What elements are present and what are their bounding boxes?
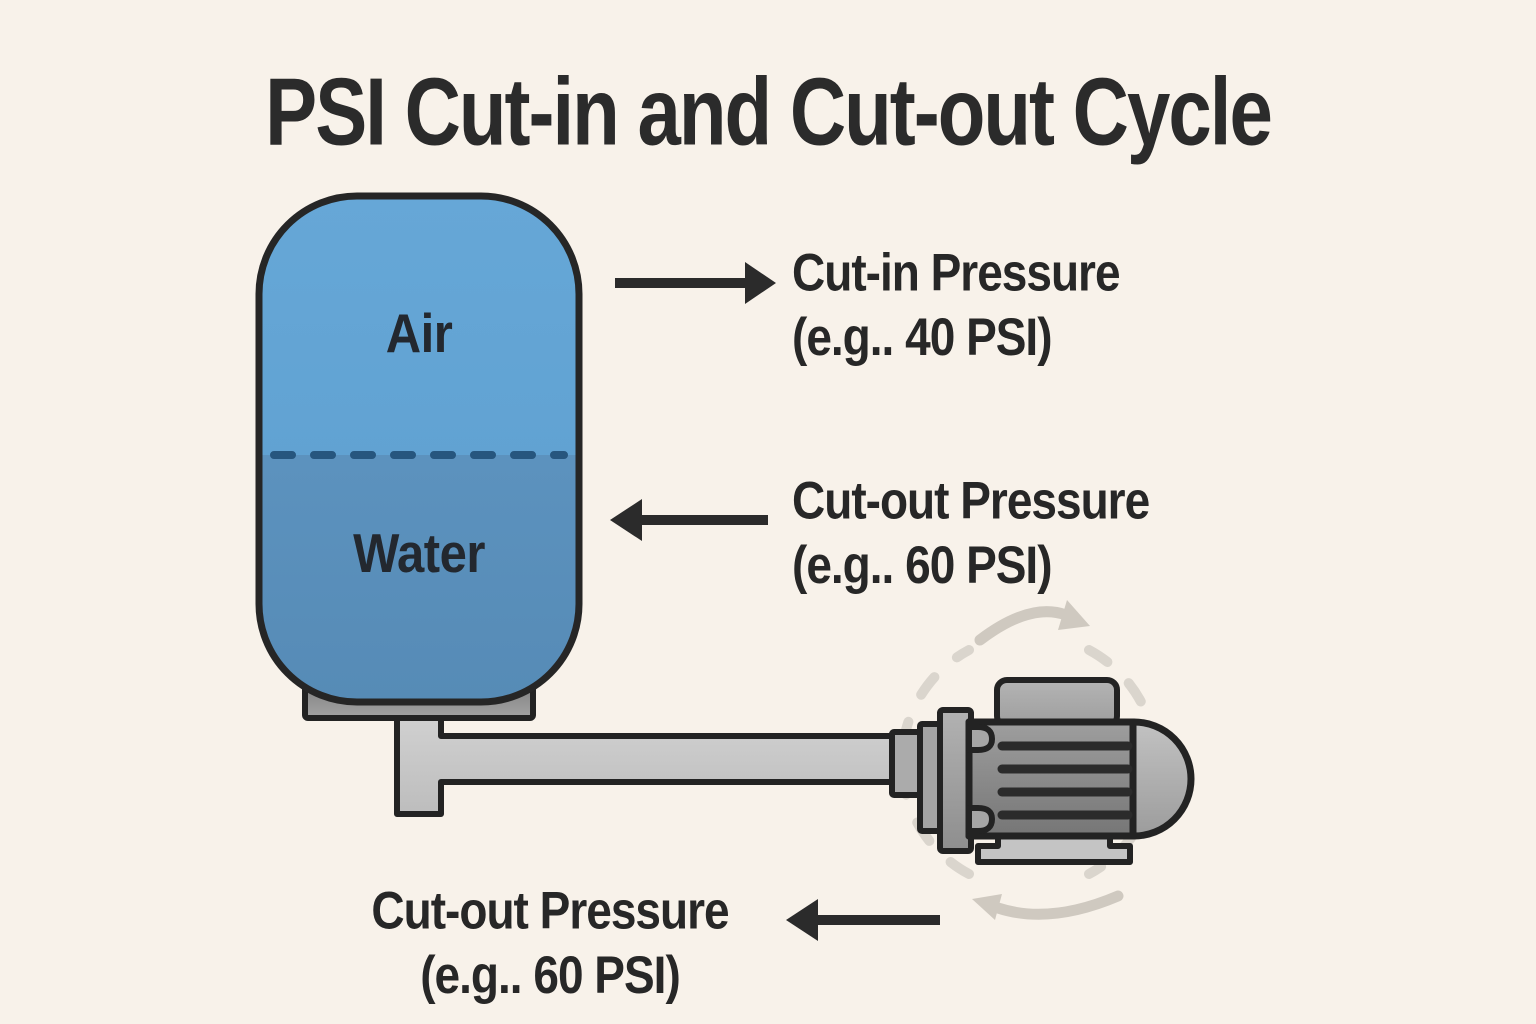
tank-air-label: Air xyxy=(385,303,453,365)
cut-out-lower-arrow-icon xyxy=(786,899,940,941)
cut-out-upper-line2: (e.g.. 60 PSI) xyxy=(792,534,1053,595)
cut-out-pressure-lower-label: Cut-out Pressure (e.g.. 60 PSI) xyxy=(335,878,765,1007)
cut-out-lower-line2: (e.g.. 60 PSI) xyxy=(420,944,681,1005)
cut-in-pressure-line2: (e.g.. 40 PSI) xyxy=(792,306,1053,367)
tank-water-label: Water xyxy=(353,523,485,585)
pump-body-notch-top xyxy=(966,724,995,753)
page-title: PSI Cut-in and Cut-out Cycle xyxy=(265,57,1273,166)
rotation-arrow-bottom-icon xyxy=(992,890,1124,920)
supply-pipe xyxy=(394,705,903,817)
cut-out-lower-line1: Cut-out Pressure xyxy=(371,880,729,941)
cut-out-pressure-upper-label: Cut-out Pressure (e.g.. 60 PSI) xyxy=(792,468,1150,597)
pressure-tank xyxy=(255,192,583,706)
cut-in-pressure-line1: Cut-in Pressure xyxy=(792,242,1121,303)
rotation-arrow-bottom-head xyxy=(972,894,1002,920)
cut-out-upper-line1: Cut-out Pressure xyxy=(792,470,1150,531)
annotation-arrows xyxy=(610,262,940,941)
cut-out-upper-arrow-icon xyxy=(610,499,768,541)
cut-in-arrow-icon xyxy=(615,262,776,304)
rotation-arrow-top-icon xyxy=(974,606,1072,646)
tank-water-section xyxy=(259,455,579,702)
tank-outline xyxy=(255,192,583,706)
pump-cooling-fins xyxy=(997,741,1133,820)
rotation-dashed-arc-left xyxy=(896,645,974,879)
pump-body-notch-bottom xyxy=(966,805,995,834)
pump xyxy=(889,677,1195,865)
cut-in-pressure-label: Cut-in Pressure (e.g.. 40 PSI) xyxy=(792,240,1121,369)
rotation-arrow-top-head xyxy=(1058,600,1090,630)
